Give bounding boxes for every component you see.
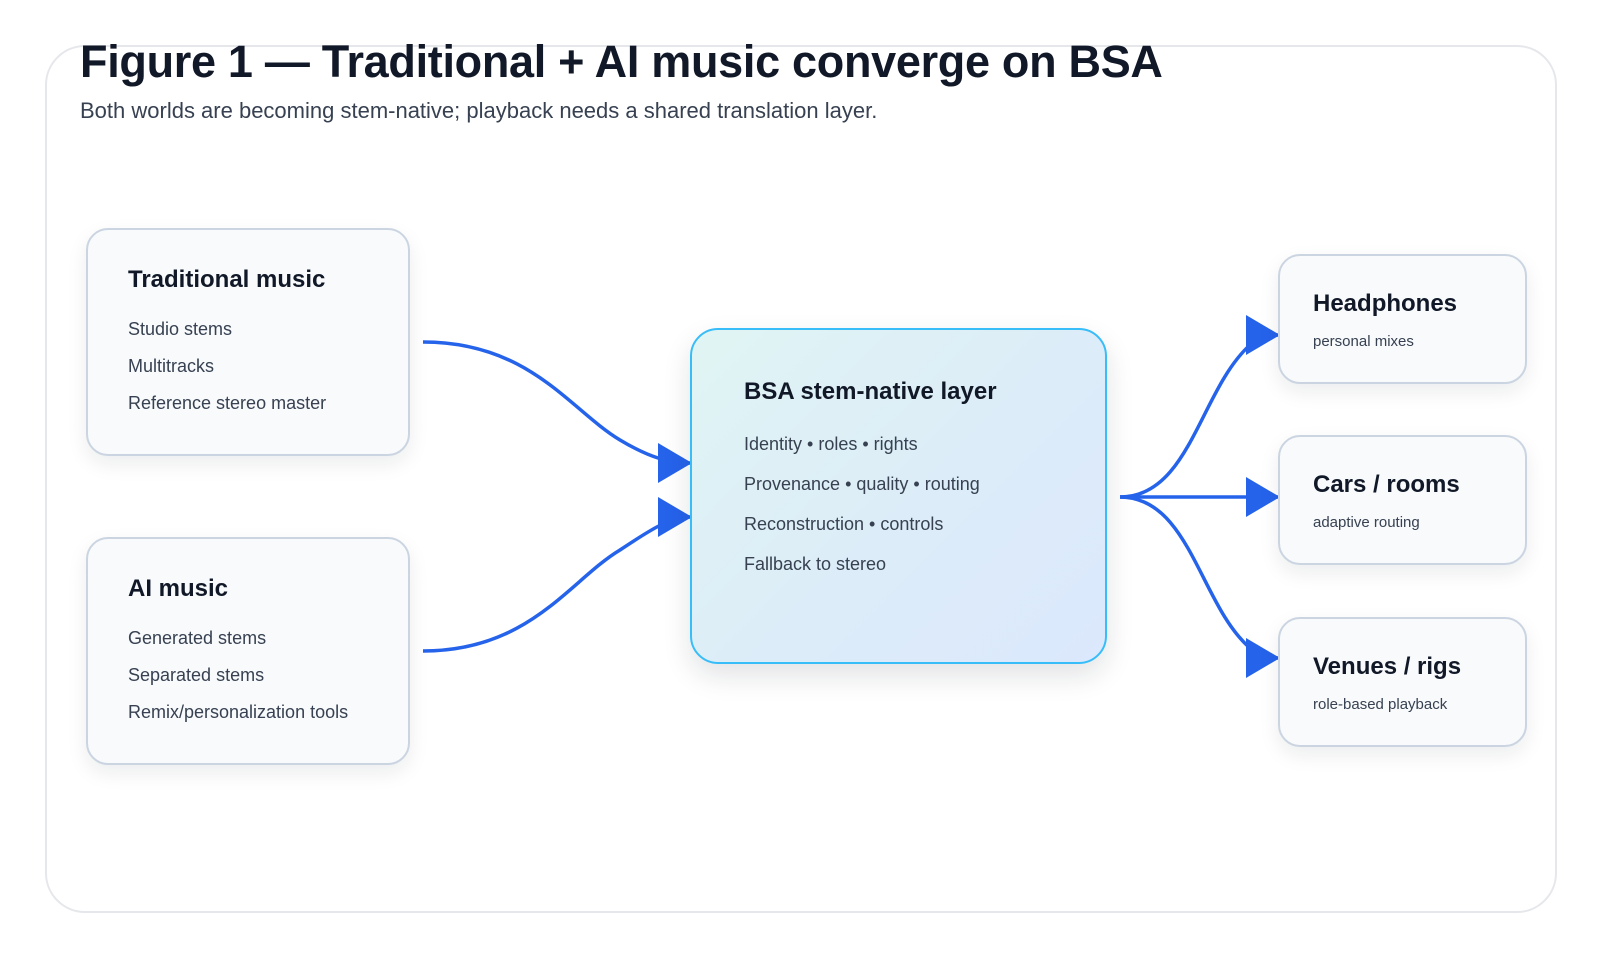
traditional-music-item: Multitracks <box>128 356 215 376</box>
figure-title: Figure 1 — Traditional + AI music conver… <box>80 36 1163 87</box>
traditional-music-item: Reference stereo master <box>128 393 327 413</box>
venues-rigs-subtitle: role-based playback <box>1313 696 1448 713</box>
connector-bsa-to-headphones <box>1119 315 1280 499</box>
cars-rooms-box: Cars / rooms adaptive routing <box>1278 435 1527 565</box>
figure-subtitle: Both worlds are becoming stem-native; pl… <box>80 98 878 123</box>
cars-rooms-subtitle: adaptive routing <box>1313 514 1420 531</box>
venues-rigs-title: Venues / rigs <box>1313 653 1462 680</box>
bsa-layer-item: Identity • roles • rights <box>744 434 918 454</box>
ai-music-item: Separated stems <box>128 665 265 685</box>
traditional-music-item: Studio stems <box>128 319 233 339</box>
cars-rooms-title: Cars / rooms <box>1313 471 1460 498</box>
ai-music-item: Generated stems <box>128 628 267 648</box>
connector-traditional-to-bsa <box>422 340 692 483</box>
bsa-layer-item: Reconstruction • controls <box>744 514 944 534</box>
connector-bsa-to-venues-rigs <box>1119 495 1280 678</box>
ai-music-box: AI music Generated stems Separated stems… <box>86 537 410 765</box>
headphones-box: Headphones personal mixes <box>1278 254 1527 384</box>
traditional-music-box: Traditional music Studio stems Multitrac… <box>86 228 410 456</box>
headphones-title: Headphones <box>1313 290 1458 317</box>
bsa-layer-box: BSA stem-native layer Identity • roles •… <box>690 328 1107 664</box>
venues-rigs-box: Venues / rigs role-based playback <box>1278 617 1527 747</box>
traditional-music-title: Traditional music <box>128 266 326 293</box>
bsa-layer-item: Provenance • quality • routing <box>744 474 980 494</box>
bsa-layer-item: Fallback to stereo <box>744 554 887 574</box>
ai-music-title: AI music <box>128 575 229 602</box>
headphones-subtitle: personal mixes <box>1313 333 1414 350</box>
connector-ai-to-bsa <box>422 497 692 653</box>
bsa-layer-title: BSA stem-native layer <box>744 378 997 405</box>
ai-music-item: Remix/personalization tools <box>128 702 349 722</box>
